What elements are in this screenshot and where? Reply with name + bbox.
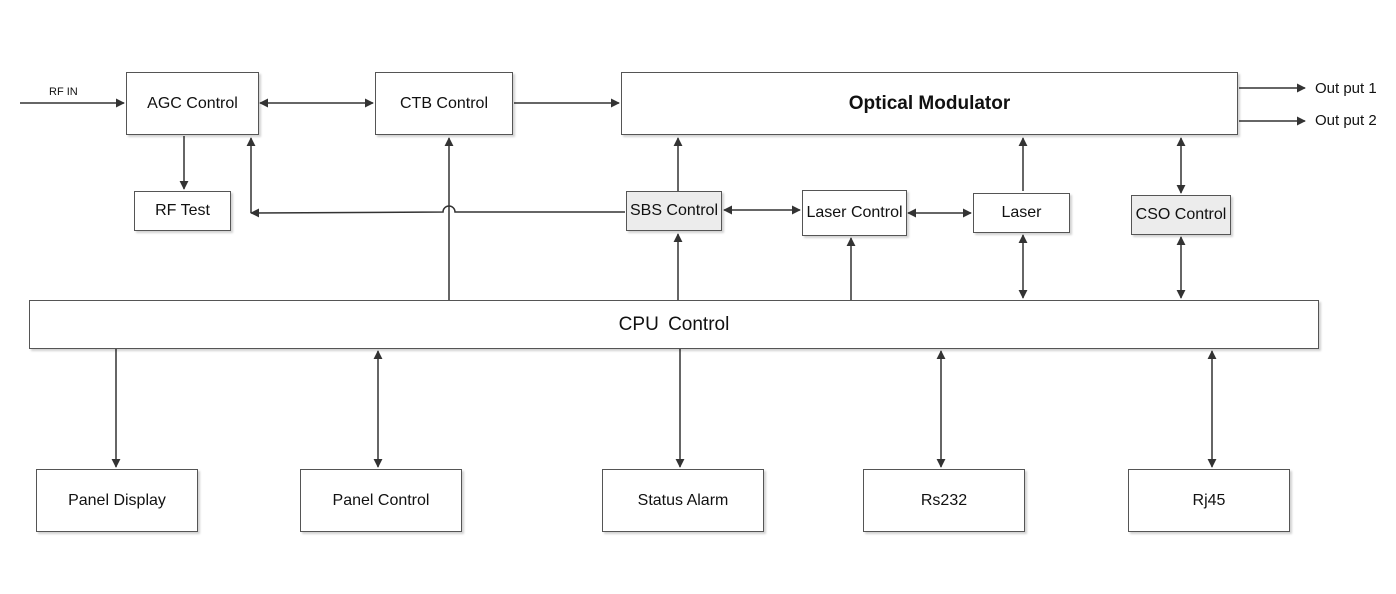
rj45-block: Rj45 <box>1128 469 1290 532</box>
agc-control-block: AGC Control <box>126 72 259 135</box>
rs232-block: Rs232 <box>863 469 1025 532</box>
cso-control-block: CSO Control <box>1131 195 1231 235</box>
panel-control-block: Panel Control <box>300 469 462 532</box>
cpu-control-block: CPU Control <box>29 300 1319 349</box>
panel-display-block: Panel Display <box>36 469 198 532</box>
output-1-label: Out put 1 <box>1315 80 1377 97</box>
arrow-sbs-agc <box>250 205 625 218</box>
optical-modulator-block: Optical Modulator <box>621 72 1238 135</box>
sbs-control-block: SBS Control <box>626 191 722 231</box>
laser-block: Laser <box>973 193 1070 233</box>
output-2-label: Out put 2 <box>1315 112 1377 129</box>
status-alarm-block: Status Alarm <box>602 469 764 532</box>
rf-test-block: RF Test <box>134 191 231 231</box>
laser-control-block: Laser Control <box>802 190 907 236</box>
rf-in-label: RF IN <box>49 86 78 98</box>
ctb-control-block: CTB Control <box>375 72 513 135</box>
